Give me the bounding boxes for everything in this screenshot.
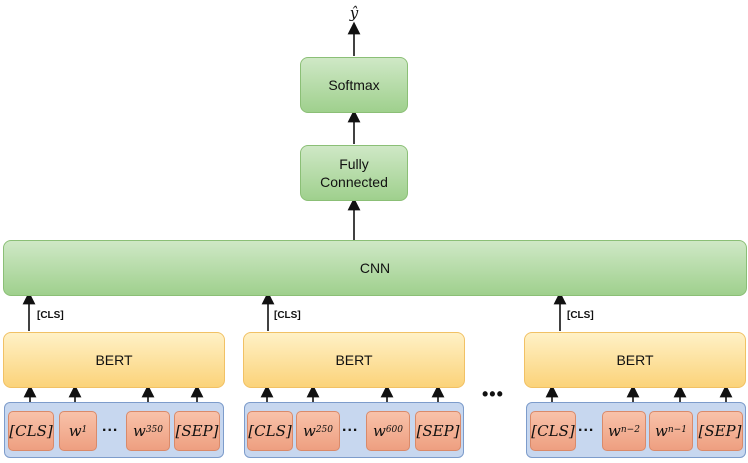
fully-connected-label-line1: Fully <box>339 156 369 172</box>
cls-connector-label-3: [CLS] <box>567 310 594 321</box>
fully-connected-label-line2: Connected <box>320 174 388 190</box>
bert-label: BERT <box>335 352 373 368</box>
bert-block-1: BERT <box>3 332 225 388</box>
bert-label: BERT <box>616 352 654 368</box>
cnn-layer: CNN <box>3 240 747 296</box>
bert-block-3: BERT <box>524 332 746 388</box>
softmax-layer: Softmax <box>300 57 408 113</box>
cnn-label: CNN <box>359 260 391 276</box>
token-cls: [CLS] <box>247 411 293 451</box>
token-ellipsis: ... <box>578 418 595 435</box>
bert-label: BERT <box>95 352 133 368</box>
token-sep: [SEP] <box>697 411 743 451</box>
between-chunks-ellipsis: ••• <box>482 384 504 404</box>
fully-connected-layer: Fully Connected <box>300 145 408 201</box>
bert-block-2: BERT <box>243 332 465 388</box>
token-sep: [SEP] <box>415 411 461 451</box>
token-ellipsis: ... <box>342 418 359 435</box>
token-cls: [CLS] <box>530 411 576 451</box>
softmax-label: Softmax <box>328 77 380 93</box>
cls-connector-label-2: [CLS] <box>274 310 301 321</box>
token-sep: [SEP] <box>174 411 220 451</box>
cls-connector-label-1: [CLS] <box>37 310 64 321</box>
output-y-hat: ŷ <box>349 4 359 22</box>
token-cls: [CLS] <box>8 411 54 451</box>
token-ellipsis: ... <box>102 418 119 435</box>
